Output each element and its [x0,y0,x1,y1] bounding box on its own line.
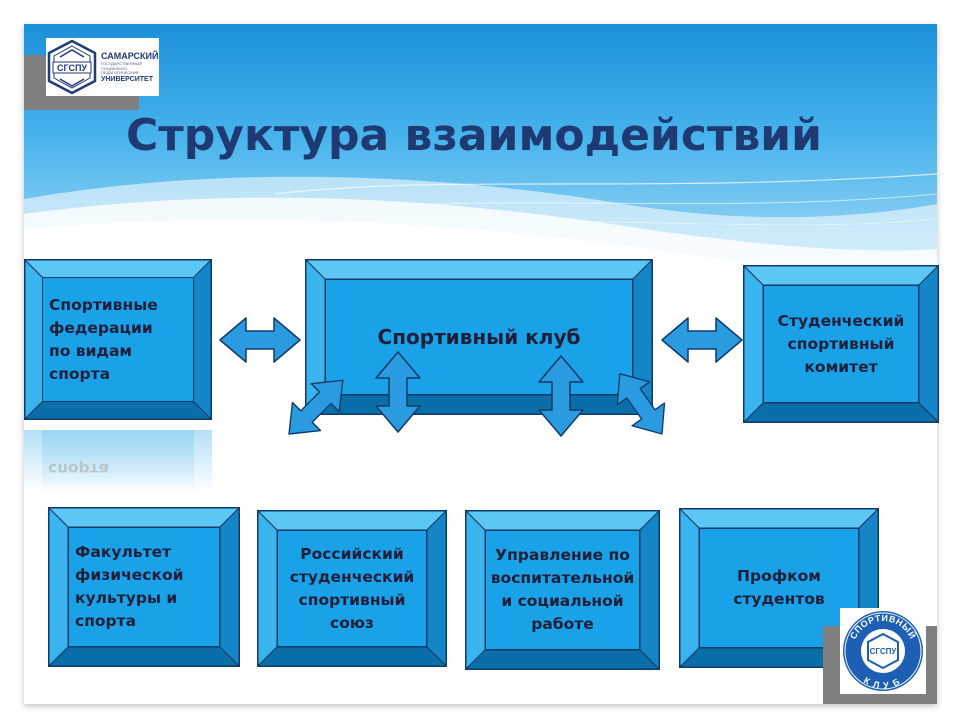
box-bevel-frame [257,510,447,667]
bevel-bottom [743,402,939,423]
box-face: Факультет физической культуры и спорта [68,527,220,647]
arrow-club-federations-icon [219,317,301,363]
box-outline [743,265,939,423]
box-bevel-frame [48,507,240,667]
text-line: Профком [737,567,821,585]
page-title: Структура взаимодействий [126,110,822,161]
text-line: студентов [733,590,825,608]
text-line: спорта [49,364,111,383]
club-logo-center-text: СГСПУ [870,647,898,656]
bevel-bottom [48,646,240,667]
box-student-sports-union-text: Российский студенческий спортивный союз [278,543,426,635]
sports-club-emblem-icon: СГСПУ СПОРТИВНЫЙ КЛУБ [843,611,923,691]
arrow-club-faculty-icon [274,365,358,449]
box-bevel-frame [743,265,939,423]
text-line: Российский [300,544,404,563]
text-line: культуры и [75,589,178,607]
bevel-bottom [257,646,447,667]
box-outline [257,510,447,667]
box-face: Российский студенческий спортивный союз [277,530,427,647]
sports-club-logo: СГСПУ СПОРТИВНЫЙ КЛУБ [840,608,926,694]
university-name-line3: СОЦИАЛЬНО-ПЕДАГОГИЧЕСКИЙ [101,65,139,75]
box-outline [48,507,240,667]
text-line: союз [330,613,374,632]
arrow-club-committee-icon [661,317,743,363]
bevel-bottom [465,649,660,670]
text-line: воспитательной [490,569,635,587]
box-outline [679,508,879,668]
box-sports-club-text: Спортивный клуб [377,324,581,349]
arrow-club-management-icon [538,355,584,437]
box-education-management-text: Управление по воспитательной и социально… [486,544,639,636]
text-line: по видам [49,341,133,360]
box-student-committee-text: Студенческий спортивный комитет [764,310,918,379]
university-name-line1: САМАРСКИЙ [101,50,159,61]
box-federations-text: Спортивные федерации по видам спорта [43,294,158,386]
box-face: Студенческий спортивный комитет [763,285,919,403]
header-background [24,24,937,274]
text-line: федерации [49,318,153,337]
university-name: САМАРСКИЙ ГОСУДАРСТВЕННЫЙ СОЦИАЛЬНО-ПЕДА… [101,50,159,83]
box-faculty: Факультет физической культуры и спорта [48,507,240,667]
emblem-text: СГСПУ [57,63,87,73]
university-emblem-icon: СГСПУ [47,39,97,95]
text-line: физической [75,566,184,584]
text-line: спортивный [787,334,895,353]
box-face: Спортивные федерации по видам спорта [42,277,194,402]
text-line: студенческий [289,567,415,586]
text-line: спорта [75,612,137,630]
box-federations: Спортивные федерации по видам спорта [24,259,212,420]
box-face: Спортивный клуб [325,279,633,395]
box-face: Управление по воспитательной и социально… [485,530,640,650]
box-faculty-text: Факультет физической культуры и спорта [69,541,183,633]
box-outline [24,259,212,420]
text-line: Спортивные [49,295,158,314]
box-federations-reflection: спорта [24,430,212,492]
text-line: Факультет [75,543,172,561]
arrow-club-profkom-icon [602,361,679,447]
university-name-line4: УНИВЕРСИТЕТ [101,75,153,83]
text-line: спортивный [298,590,406,609]
box-student-sports-union: Российский студенческий спортивный союз [257,510,447,667]
text-line: работе [531,615,594,633]
box-bevel-frame [465,510,660,670]
box-outline [465,510,660,670]
text-line: Студенческий [777,311,905,330]
text-line: Управление по [495,546,630,564]
box-student-committee: Студенческий спортивный комитет [743,265,939,423]
arrow-club-union-icon [375,351,421,433]
box-education-management: Управление по воспитательной и социально… [465,510,660,670]
box-outline [305,259,653,415]
university-logo: СГСПУ САМАРСКИЙ ГОСУДАРСТВЕННЫЙ СОЦИАЛЬН… [46,38,159,96]
text-line: комитет [804,357,878,376]
university-name-line2: ГОСУДАРСТВЕННЫЙ [101,60,142,66]
text-line: и социальной [501,592,624,610]
box-profkom-text: Профком студентов [700,565,858,611]
